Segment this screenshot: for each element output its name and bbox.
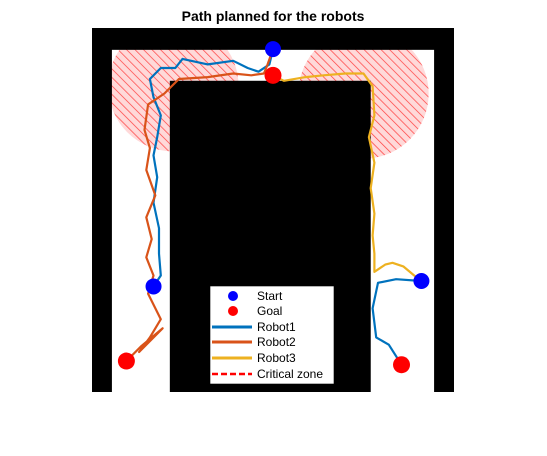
robot2-path <box>125 48 275 363</box>
legend-start-marker <box>228 291 238 301</box>
legend: Start Goal Robot1 Robot2 Robot3 Critical… <box>209 285 335 385</box>
start-point-1 <box>265 41 281 58</box>
legend-start-label: Start <box>257 289 283 303</box>
goal-point-1 <box>264 66 282 84</box>
left-wall <box>92 28 112 392</box>
markers <box>117 41 430 374</box>
start-point-2 <box>145 278 162 295</box>
robot3-path <box>271 72 423 283</box>
chart-title: Path planned for the robots <box>182 8 365 24</box>
robot-paths <box>125 48 423 366</box>
legend-robot2-label: Robot2 <box>257 335 296 349</box>
legend-goal-label: Goal <box>257 304 282 318</box>
robot1-path <box>148 48 275 288</box>
extra-path-1 <box>371 278 423 366</box>
top-wall <box>92 28 454 50</box>
legend-robot3-label: Robot3 <box>257 351 296 365</box>
legend-goal-marker <box>228 306 238 316</box>
legend-robot1-label: Robot1 <box>257 320 296 334</box>
legend-box <box>209 285 335 385</box>
legend-critical-zone-label: Critical zone <box>257 367 323 381</box>
goal-point-3 <box>393 356 411 374</box>
right-wall <box>434 28 454 392</box>
goal-point-2 <box>117 352 135 370</box>
start-point-3 <box>413 272 430 289</box>
